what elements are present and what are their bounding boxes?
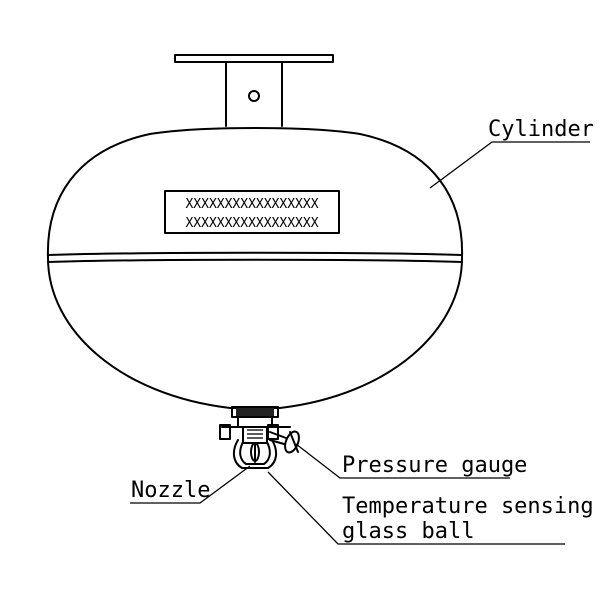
valve-assembly	[219, 406, 291, 444]
label-pressure-gauge: Pressure gauge	[342, 453, 527, 478]
nameplate-line-2: XXXXXXXXXXXXXXXXX	[185, 216, 318, 231]
nameplate: XXXXXXXXXXXXXXXXX XXXXXXXXXXXXXXXXX	[164, 190, 340, 234]
label-nozzle: Nozzle	[131, 478, 210, 503]
glass-ball	[250, 442, 260, 462]
label-temperature-line-2: glass ball	[342, 519, 474, 544]
label-temperature-line-1: Temperature sensing	[342, 494, 594, 519]
cylinder-body	[46, 127, 464, 409]
mounting-bracket	[174, 54, 334, 127]
pressure-gauge	[269, 430, 300, 454]
label-cylinder: Cylinder	[488, 117, 594, 142]
nozzle	[232, 439, 278, 469]
nameplate-line-1: XXXXXXXXXXXXXXXXX	[185, 197, 318, 212]
leader-lines	[130, 141, 590, 545]
